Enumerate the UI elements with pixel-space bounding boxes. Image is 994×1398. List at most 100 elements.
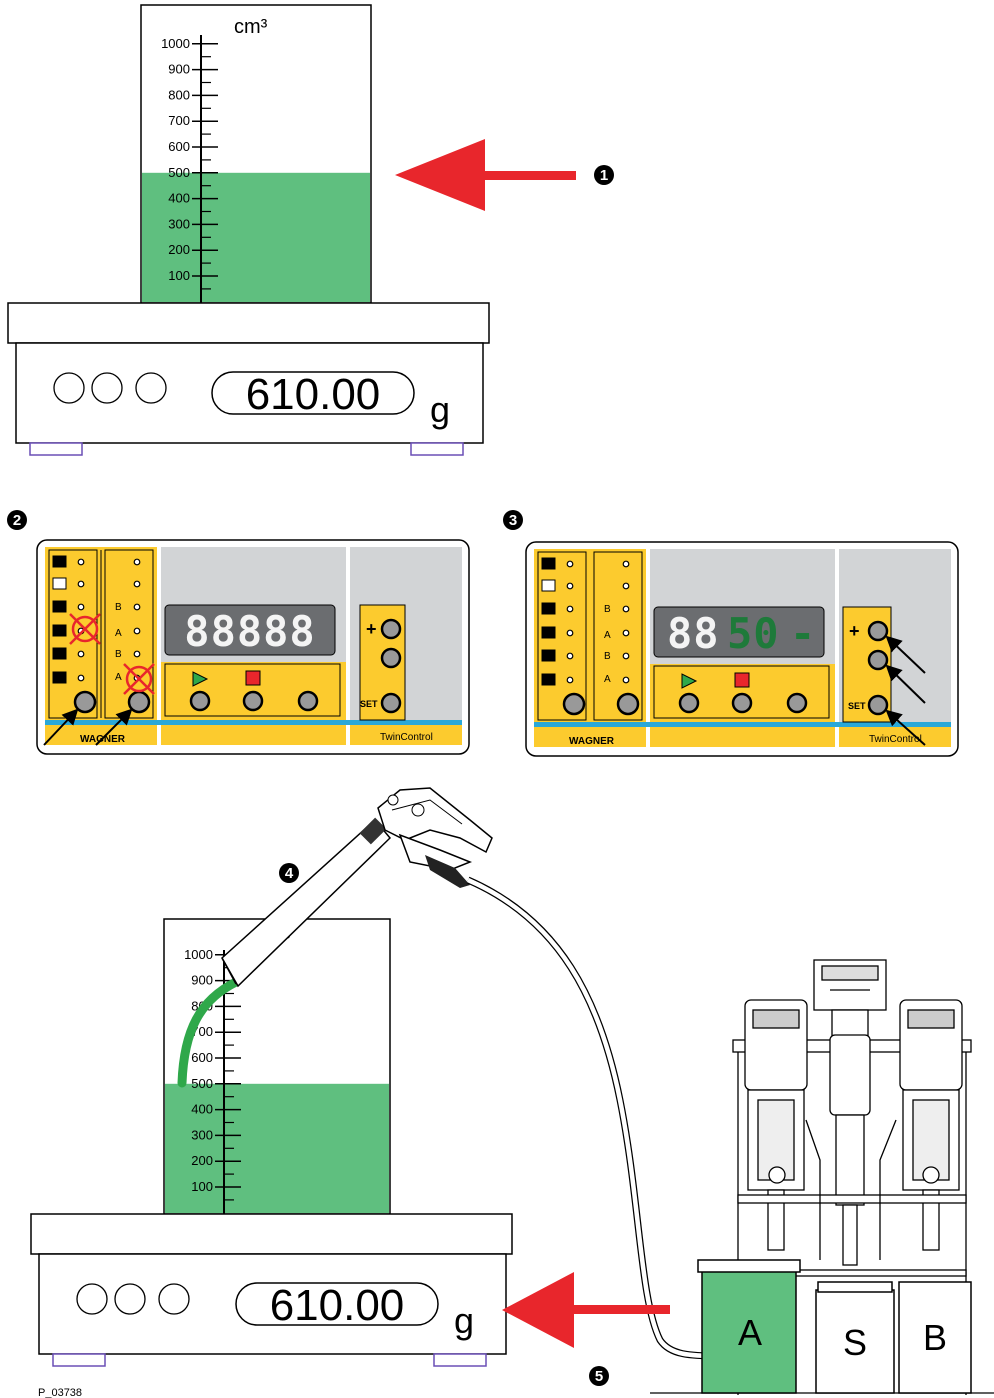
svg-text:3: 3 [509, 512, 517, 529]
svg-text:SET: SET [848, 701, 866, 711]
top-scale-tick-label-1000: 1000 [161, 36, 190, 51]
svg-text:5: 5 [595, 1368, 603, 1385]
panel-led [77, 603, 85, 611]
panel-led [133, 603, 141, 611]
top-scale-tick-label-100: 100 [168, 268, 190, 283]
right-panel-display-green: 50 [727, 609, 780, 658]
figure-reference: P_03738 [38, 1387, 82, 1398]
left-panel-key-2[interactable] [127, 690, 151, 714]
step-5-marker: 5 [589, 1366, 609, 1386]
svg-text:+: + [849, 621, 860, 641]
panel-indicator-icon [541, 649, 556, 662]
panel-indicator-icon [541, 602, 556, 615]
top-scale-tick-label-500: 500 [168, 165, 190, 180]
svg-text:+: + [366, 619, 377, 639]
panel-led [77, 674, 85, 682]
svg-text:B: B [115, 602, 122, 613]
bottom-scale-tick-label-400: 400 [191, 1102, 213, 1117]
left-panel-start-key[interactable] [189, 690, 211, 712]
svg-text:B: B [923, 1317, 947, 1358]
svg-text:2: 2 [13, 512, 21, 529]
top-scale-tick-label-300: 300 [168, 216, 190, 231]
panel-indicator-icon [52, 647, 67, 660]
panel-led [77, 580, 85, 588]
panel-led [566, 676, 574, 684]
bottom-beaker-liquid [165, 1083, 389, 1213]
svg-text:A: A [115, 628, 122, 639]
tank-a: A [697, 1259, 801, 1394]
panel-led [133, 650, 141, 658]
left-panel-rinse-key[interactable] [297, 690, 319, 712]
svg-text:4: 4 [285, 865, 294, 882]
right-panel-set-key[interactable] [867, 694, 889, 716]
panel-indicator-icon [541, 626, 556, 639]
left-panel-label: TwinControl [380, 732, 433, 743]
right-panel-key-2[interactable] [616, 692, 640, 716]
two-component-pump-unit [650, 959, 994, 1395]
svg-text:A: A [738, 1312, 762, 1353]
panel-led [622, 652, 630, 660]
bottom-scale-tick-label-300: 300 [191, 1127, 213, 1142]
panel-led [566, 629, 574, 637]
panel-indicator-icon [541, 557, 556, 570]
right-panel-key-1[interactable] [562, 692, 586, 716]
panel-indicator-icon [52, 600, 67, 613]
bottom-scale-tick-label-900: 900 [191, 973, 213, 988]
step-2-marker: 2 [7, 510, 27, 530]
svg-text:S: S [843, 1322, 867, 1363]
right-panel-minus-key[interactable] [867, 649, 889, 671]
panel-led [133, 558, 141, 566]
left-panel-stop-key[interactable] [242, 690, 264, 712]
svg-text:B: B [115, 649, 122, 660]
panel-indicator-icon [52, 624, 67, 637]
svg-text:B: B [604, 604, 611, 615]
panel-indicator-icon [541, 673, 556, 686]
right-panel-rinse-key[interactable] [786, 692, 808, 714]
panel-led [77, 558, 85, 566]
top-scale-tick-label-200: 200 [168, 242, 190, 257]
top-beaker-unit: cm³ [234, 16, 268, 38]
panel-led [77, 650, 85, 658]
top-balance: 610.00 g [7, 302, 490, 456]
top-scale-unit: g [430, 389, 450, 430]
left-panel-minus-key[interactable] [380, 647, 402, 669]
panel-led [622, 560, 630, 568]
right-panel-display-grey: 88 [667, 609, 720, 658]
panel-led [566, 605, 574, 613]
panel-led [133, 627, 141, 635]
top-scale-reading: 610.00 [246, 370, 381, 419]
control-panel-right: 88 50 - B A B A + SET WAGNER TwinControl [525, 541, 959, 757]
right-panel-stop-key[interactable] [731, 692, 753, 714]
left-panel-display: 88888 [184, 607, 315, 656]
right-panel-display-tail: - [790, 609, 816, 658]
right-panel-plus-key[interactable] [867, 620, 889, 642]
bottom-scale-tick-label-600: 600 [191, 1050, 213, 1065]
tank-s: S [815, 1281, 895, 1394]
step-3-marker: 3 [503, 510, 523, 530]
bottom-scale-reading: 610.00 [270, 1281, 405, 1330]
top-beaker-liquid [142, 172, 370, 302]
bottom-scale-tick-label-100: 100 [191, 1179, 213, 1194]
top-scale-tick-label-700: 700 [168, 113, 190, 128]
left-panel-plus-key[interactable] [380, 618, 402, 640]
panel-indicator-icon [52, 555, 67, 568]
panel-indicator-icon [52, 577, 67, 590]
panel-indicator-icon [52, 671, 67, 684]
right-panel-label: TwinControl [869, 734, 922, 745]
panel-led [566, 560, 574, 568]
top-scale-tick-label-800: 800 [168, 87, 190, 102]
top-scale-tick-label-900: 900 [168, 62, 190, 77]
left-panel-key-1[interactable] [73, 690, 97, 714]
top-scale-tick-label-400: 400 [168, 191, 190, 206]
panel-led [566, 652, 574, 660]
red-arrow-level [395, 139, 576, 211]
left-panel-set-key[interactable] [380, 692, 402, 714]
right-panel-brand: WAGNER [569, 736, 615, 747]
right-panel-start-key[interactable] [678, 692, 700, 714]
